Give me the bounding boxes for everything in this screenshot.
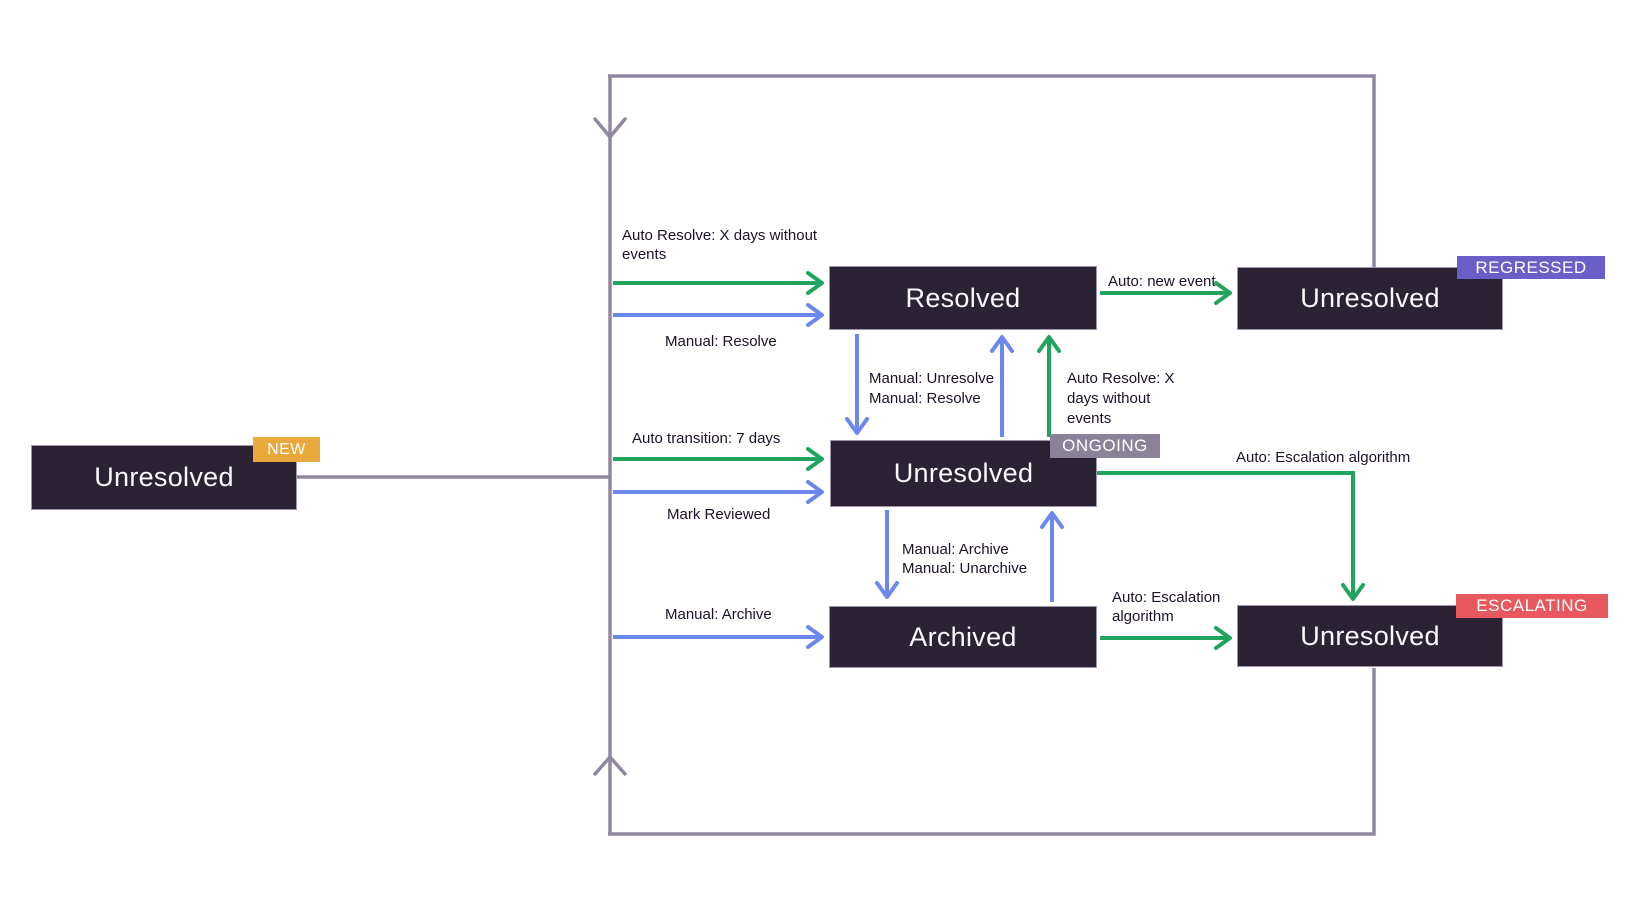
transition-label-manual-resolve-to-resolved: Manual: Resolve: [665, 333, 777, 350]
transition-label-auto-resolve-to-resolved: Auto Resolve: X days without events: [622, 227, 818, 263]
status-badge-new: NEW: [253, 437, 320, 462]
transition-label-auto-transition-7-days: Auto transition: 7 days: [632, 430, 781, 447]
state-box-resolved: Resolved: [829, 266, 1097, 330]
state-label: Unresolved: [94, 462, 234, 492]
state-box-ongoing: Unresolved: [830, 440, 1097, 507]
transition-label-manual-archive: Manual: Archive: [665, 606, 772, 623]
loop-bottom-and-right: [608, 668, 1376, 836]
loop-arrowhead-down-icon: [593, 117, 627, 139]
transition-label-manual-archive-unarchive: Manual: Archive Manual: Unarchive: [902, 541, 1028, 577]
state-label: Unresolved: [1300, 620, 1440, 651]
state-label: Unresolved: [1300, 283, 1440, 313]
status-badge-escalating: ESCALATING: [1456, 594, 1608, 618]
status-badge-regressed: REGRESSED: [1457, 256, 1605, 279]
arrow-auto-escalation-from-ongoing: [1097, 471, 1365, 601]
state-box-archived: Archived: [829, 606, 1097, 668]
state-box-new: Unresolved: [31, 445, 297, 510]
transition-label-manual-unresolve-resolve: Manual: Unresolve Manual: Resolve: [869, 370, 995, 407]
loop-top-and-right: [608, 74, 1376, 267]
transition-label-auto-resolve-from-ongoing: Auto Resolve: X days without events: [1067, 370, 1175, 427]
transition-label-auto-new-event: Auto: new event: [1108, 273, 1216, 290]
transition-label-mark-reviewed: Mark Reviewed: [667, 506, 771, 523]
transition-label-auto-escalation-from-ongoing: Auto: Escalation algorithm: [1236, 449, 1411, 466]
status-badge-ongoing: ONGOING: [1050, 434, 1160, 458]
state-label: Archived: [909, 621, 1017, 652]
loop-arrowhead-up-icon: [593, 755, 627, 776]
transition-label-auto-escalation-from-archived: Auto: Escalation algorithm: [1112, 589, 1221, 625]
state-label: Resolved: [905, 282, 1021, 313]
state-label: Unresolved: [893, 458, 1034, 488]
